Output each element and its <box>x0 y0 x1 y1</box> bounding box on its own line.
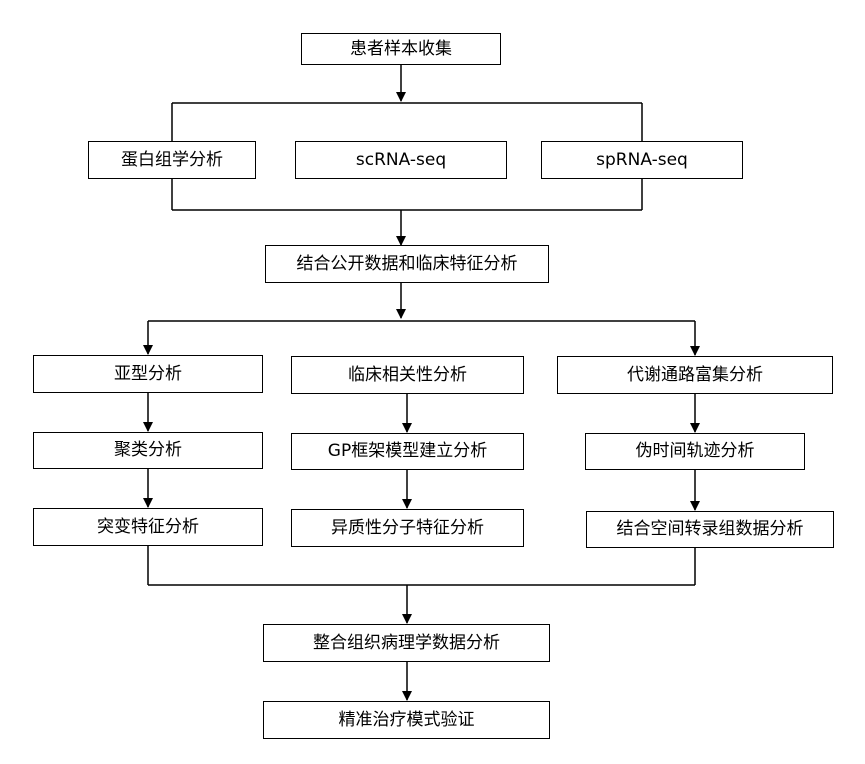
node-metabolic: 代谢通路富集分析 <box>557 356 833 394</box>
node-integrate-public-label: 结合公开数据和临床特征分析 <box>296 253 518 274</box>
node-validation: 精准治疗模式验证 <box>263 701 550 739</box>
node-cluster: 聚类分析 <box>33 432 263 469</box>
node-spatial: 结合空间转录组数据分析 <box>586 511 834 548</box>
node-subtype-label: 亚型分析 <box>114 363 182 384</box>
node-scrna-label: scRNA-seq <box>355 149 447 170</box>
node-gp-model: GP框架模型建立分析 <box>291 433 524 470</box>
node-clinical-corr: 临床相关性分析 <box>291 356 524 394</box>
node-histopath-label: 整合组织病理学数据分析 <box>313 632 500 653</box>
node-heterogeneity: 异质性分子特征分析 <box>291 509 524 547</box>
node-sprna-label: spRNA-seq <box>596 149 688 170</box>
node-gp-model-label: GP框架模型建立分析 <box>327 441 488 461</box>
node-histopath: 整合组织病理学数据分析 <box>263 624 550 662</box>
node-pseudotime-label: 伪时间轨迹分析 <box>635 441 755 461</box>
node-proteomics: 蛋白组学分析 <box>88 141 256 179</box>
node-subtype: 亚型分析 <box>33 355 263 393</box>
node-pseudotime: 伪时间轨迹分析 <box>585 433 805 470</box>
node-integrate-public: 结合公开数据和临床特征分析 <box>265 245 549 283</box>
node-heterogeneity-label: 异质性分子特征分析 <box>331 517 484 538</box>
node-scrna: scRNA-seq <box>295 141 507 179</box>
node-clinical-corr-label: 临床相关性分析 <box>348 364 467 385</box>
node-sprna: spRNA-seq <box>541 141 743 179</box>
node-metabolic-label: 代谢通路富集分析 <box>627 364 763 385</box>
node-validation-label: 精准治疗模式验证 <box>338 709 475 730</box>
node-mutation-label: 突变特征分析 <box>97 516 199 537</box>
node-spatial-label: 结合空间转录组数据分析 <box>616 519 804 539</box>
node-mutation: 突变特征分析 <box>33 508 263 546</box>
node-proteomics-label: 蛋白组学分析 <box>121 149 223 170</box>
node-collect: 患者样本收集 <box>301 33 501 65</box>
node-cluster-label: 聚类分析 <box>114 440 182 460</box>
node-collect-label: 患者样本收集 <box>350 38 452 59</box>
